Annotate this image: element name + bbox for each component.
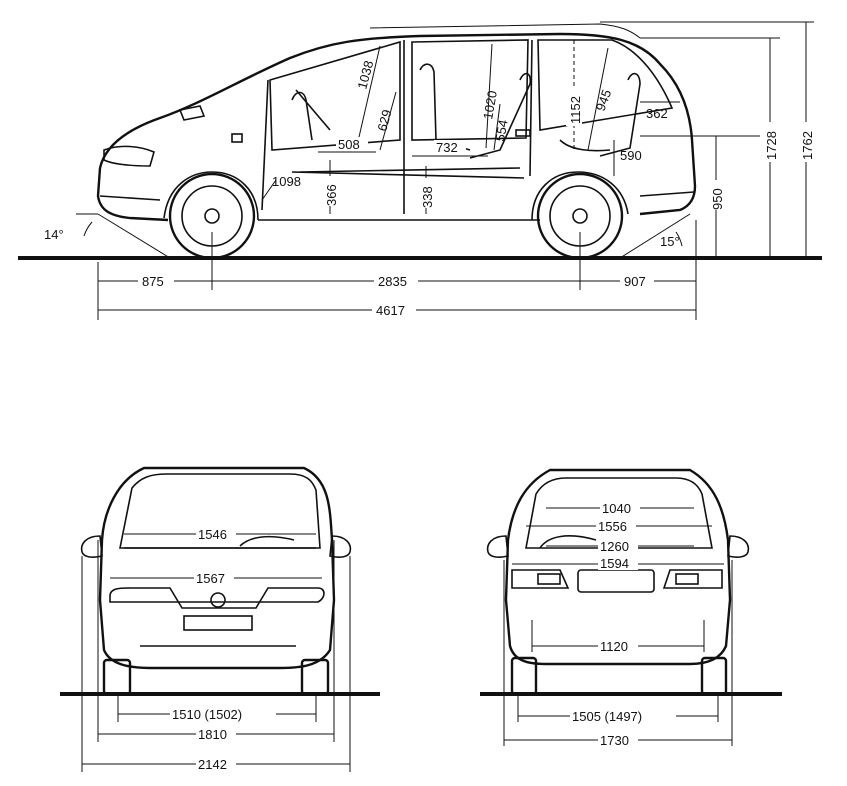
rear-headroom-label-1: 1152 <box>568 96 583 124</box>
rear-side-window <box>537 39 674 131</box>
middle-seat-height-label: 554 <box>492 119 511 143</box>
tailgate-plate-recess <box>577 569 655 593</box>
shoulder-width-label: 1556 <box>598 519 627 534</box>
right-mirror <box>329 535 352 558</box>
rear-seat-depth-label: 362 <box>646 106 668 121</box>
rear-window <box>119 473 321 549</box>
right-lamp-lens <box>675 573 699 585</box>
badge-icon <box>210 592 226 608</box>
front-cushion-height-label: 366 <box>324 184 339 206</box>
front-body-width-label: 1730 <box>600 733 629 748</box>
tailgate-body-outline <box>504 468 732 666</box>
car-body-side-outline <box>96 32 697 222</box>
height-rails-label: 1762 <box>800 131 815 160</box>
rear-wheel-arch <box>531 171 629 221</box>
opening-width-label: 1260 <box>600 539 629 554</box>
front-right-mirror <box>727 535 750 558</box>
rear-headroom-label-2: 945 <box>593 88 615 114</box>
rear-body-outline <box>98 466 336 670</box>
front-side-window <box>269 40 401 151</box>
approach-angle-label: 14° <box>44 227 64 242</box>
rear-bumper-line <box>639 191 695 197</box>
front-track-label: 1505 (1497) <box>572 709 642 724</box>
interior-dimensions: 1038 629 508 1098 366 1020 554 732 338 <box>261 40 680 214</box>
rear-seat-outline <box>599 72 641 157</box>
left-lamp-lens <box>537 573 561 585</box>
rear-headroom-line-2 <box>587 47 609 151</box>
left-tail-lamp <box>511 569 570 589</box>
rear-floor-height-label: 590 <box>620 148 642 163</box>
tailgate-wiper <box>539 535 597 549</box>
roof-rail <box>369 23 641 39</box>
seat-height-front-line <box>379 91 397 151</box>
elbow-width-label: 1594 <box>600 556 629 571</box>
front-seat-to-floor-label: 1098 <box>272 174 301 189</box>
front-overhang-label: 875 <box>142 274 164 289</box>
length-dimensions: 875 2835 907 4617 <box>97 220 697 320</box>
middle-side-window <box>411 39 529 141</box>
height-unladen-label: 1728 <box>764 131 779 160</box>
front-wheel-arch <box>163 171 259 221</box>
front-legroom-label: 508 <box>338 137 360 152</box>
tailgate-top-width-label: 1040 <box>602 501 631 516</box>
interior-width-lower-label: 1567 <box>196 571 225 586</box>
c-pillar <box>529 39 533 177</box>
steering-column <box>295 89 331 131</box>
right-tail-lamp <box>662 569 723 589</box>
door-handle <box>515 129 531 137</box>
front-headroom-label: 1038 <box>354 59 376 91</box>
front-seat-to-floor-leader <box>261 179 277 201</box>
rear-left-wheel <box>102 658 132 696</box>
front-bumper-line <box>99 195 161 201</box>
departure-angle-line <box>619 213 691 259</box>
rear-right-wheel <box>300 658 330 696</box>
tailgate-window <box>525 477 713 549</box>
wheelbase-label: 2835 <box>378 274 407 289</box>
rub-strip <box>291 171 525 179</box>
departure-angle-label: 15° <box>660 234 680 249</box>
height-dimensions: 950 1728 1762 <box>600 21 815 258</box>
approach-angle-arc <box>83 221 93 237</box>
middle-headroom-label: 1020 <box>480 89 500 120</box>
rear-overhang-label: 907 <box>624 274 646 289</box>
middle-seat-height-line <box>493 103 501 151</box>
rear-track-label: 1510 (1502) <box>172 707 242 722</box>
side-mirror <box>178 105 206 121</box>
side-view: 14° 15° 1038 629 508 1098 366 1020 554 7… <box>18 21 822 320</box>
approach-angle-line <box>97 213 171 259</box>
rear-wiper <box>239 535 295 547</box>
middle-headroom-line <box>485 43 493 149</box>
body-crease <box>299 167 521 173</box>
fuel-flap <box>231 133 243 143</box>
seat-height-front-label: 629 <box>374 108 394 133</box>
front-left-mirror <box>486 535 509 558</box>
front-headrest <box>291 91 313 141</box>
front-headroom-line <box>355 45 381 151</box>
middle-seat-back <box>469 72 532 159</box>
license-plate <box>183 615 253 631</box>
tailgate-view: 1040 1556 1260 1594 1120 1505 (1497) 173… <box>480 468 782 748</box>
middle-seat-spacing-label: 732 <box>436 140 458 155</box>
rear-lamp-band <box>109 587 325 609</box>
rear-seat-cushion <box>559 139 611 152</box>
headlight <box>103 145 155 167</box>
middle-seat-outline <box>419 63 471 151</box>
front-left-wheel <box>510 656 538 696</box>
front-right-wheel <box>700 656 728 696</box>
front-door-front-edge <box>261 79 269 211</box>
floor-width-label: 1120 <box>600 639 628 654</box>
rear-view: 1546 1567 1510 (1502) 1810 2142 <box>60 466 380 772</box>
middle-cushion-height-label: 338 <box>420 186 435 208</box>
mirror-width-label: 2142 <box>198 757 227 772</box>
overall-length-label: 4617 <box>376 303 405 318</box>
left-mirror <box>80 535 103 558</box>
interior-width-upper-label: 1546 <box>198 527 227 542</box>
rear-body-width-label: 1810 <box>198 727 227 742</box>
sill-height-label: 950 <box>710 188 725 210</box>
departure-angle-arc <box>675 231 683 247</box>
